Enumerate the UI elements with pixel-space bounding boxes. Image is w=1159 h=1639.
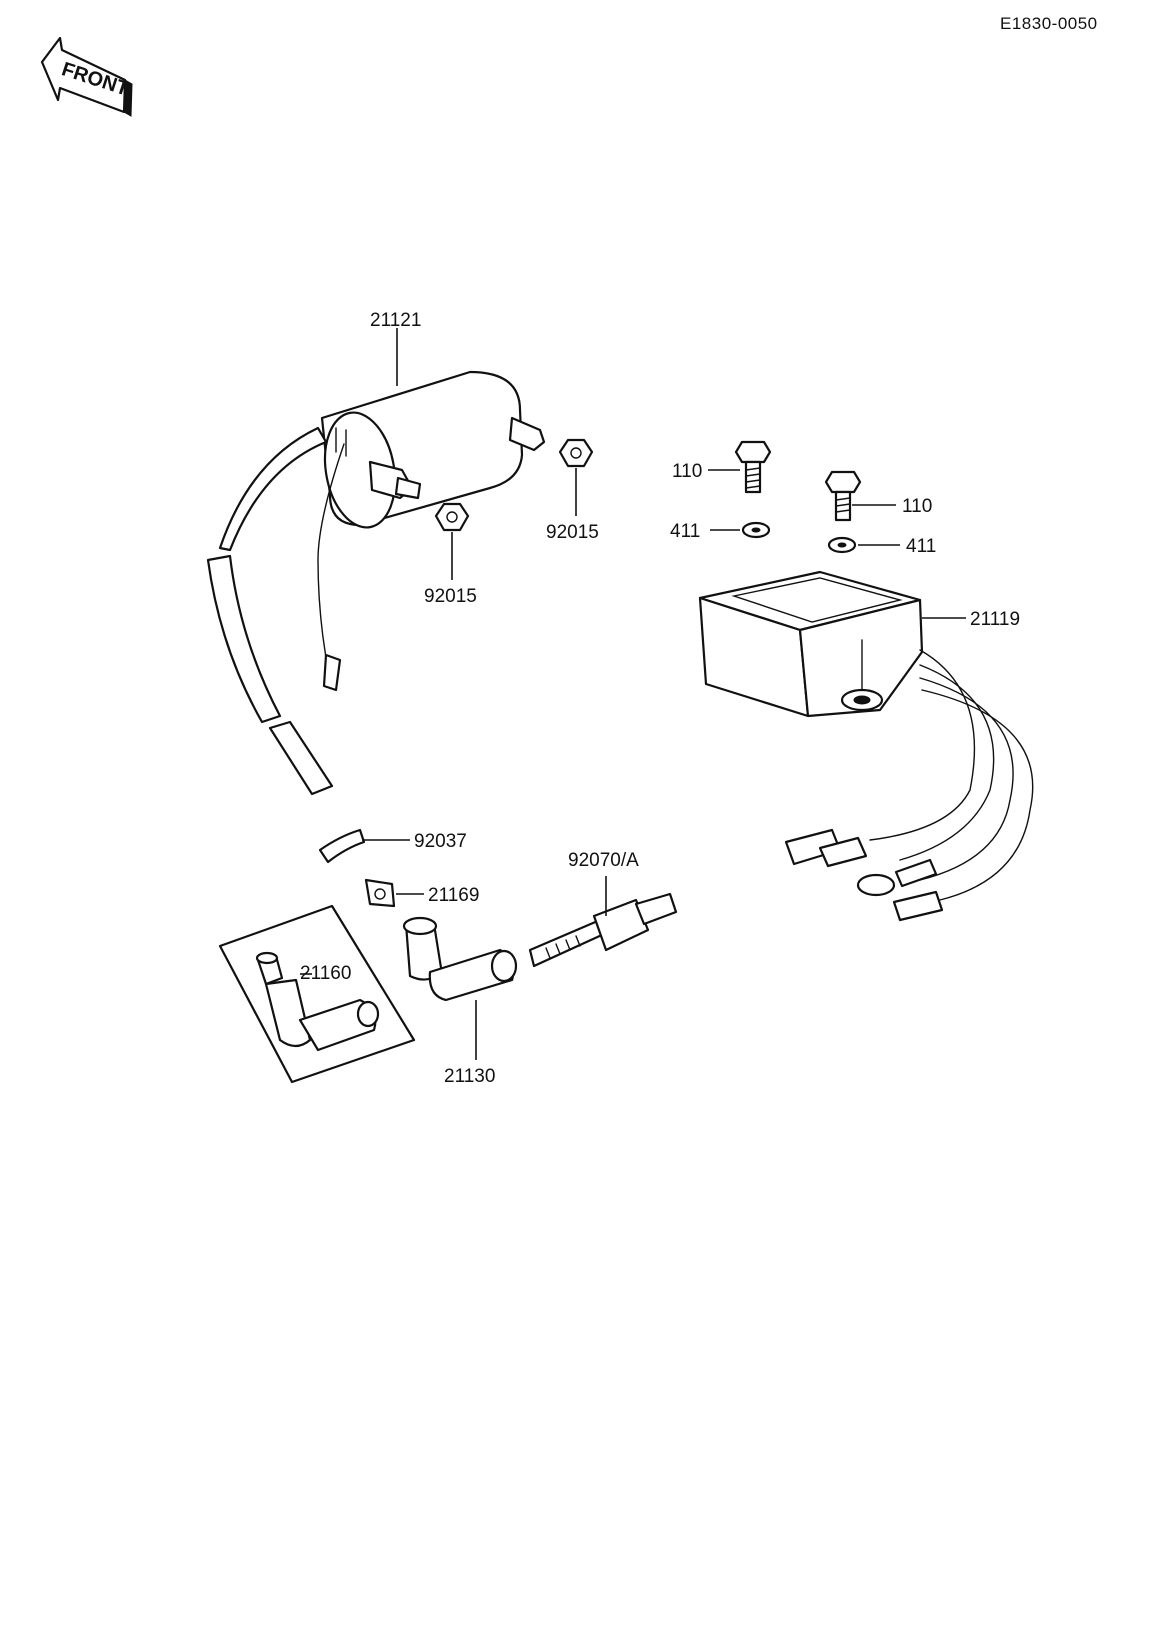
plug-cap-part-number: 21130 (444, 1066, 495, 1087)
connector-part-number: 21169 (428, 885, 479, 906)
connector-icon (364, 878, 396, 908)
washer-right-icon (827, 536, 857, 554)
coil-part-number: 21121 (370, 310, 421, 331)
bolt-right-part-number: 110 (902, 496, 932, 517)
front-arrow-icon: FRONT (40, 36, 133, 117)
cap-seal-part-number: 92037 (414, 831, 467, 852)
ignition-coil (206, 370, 546, 796)
washer-left-part-number: 411 (670, 521, 700, 542)
cdi-part-number: 21119 (970, 609, 1020, 630)
alt-plug-cap-part-number: 21160 (300, 963, 351, 984)
nut-left-part-number: 92015 (424, 586, 477, 607)
bolt-left-part-number: 110 (672, 461, 702, 482)
alt-plug-cap-box (218, 904, 416, 1084)
nut-right-icon (558, 438, 594, 468)
spark-plug-icon (528, 892, 678, 968)
plug-cap-icon (402, 916, 518, 1002)
cdi-unit (698, 570, 1034, 922)
nut-left-icon (434, 502, 470, 532)
page-id: E1830-0050 (1000, 14, 1098, 33)
washer-right-part-number: 411 (906, 536, 936, 557)
bolt-left-icon (734, 440, 772, 494)
spark-plug-part-number: 92070/A (568, 850, 639, 871)
bolt-right-icon (824, 470, 862, 522)
cap-seal-icon (318, 828, 366, 864)
nut-right-part-number: 92015 (546, 522, 599, 543)
washer-left-icon (741, 521, 771, 539)
